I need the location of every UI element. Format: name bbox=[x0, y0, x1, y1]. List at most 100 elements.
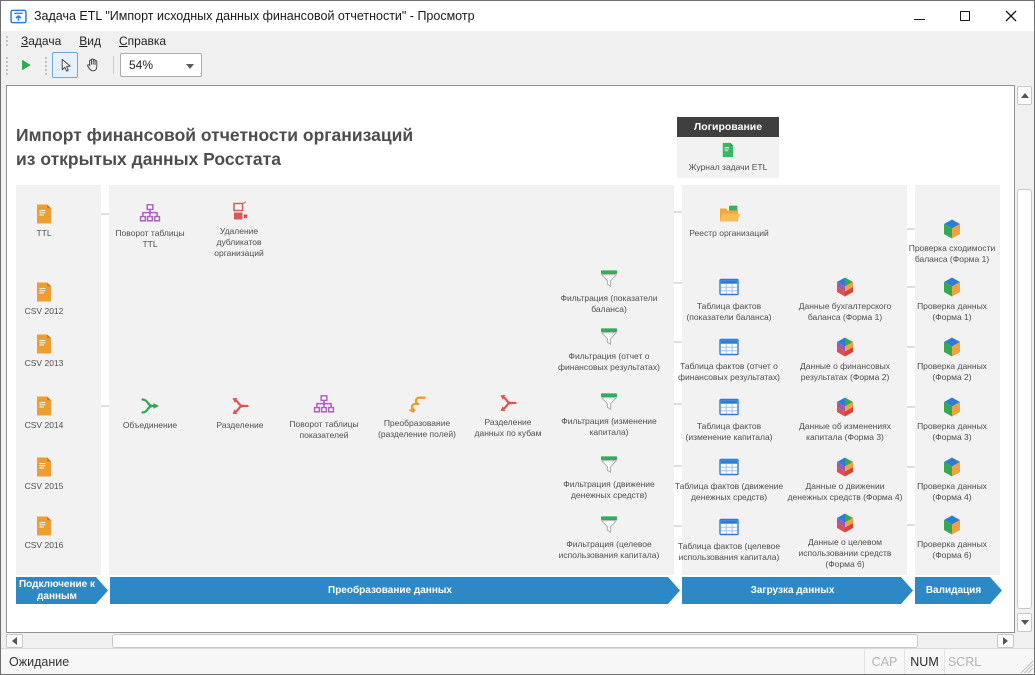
node-label: Объединение bbox=[122, 420, 178, 430]
validation-cube-icon bbox=[940, 513, 964, 537]
app-icon bbox=[10, 9, 27, 23]
maximize-icon bbox=[960, 11, 970, 21]
cursor-icon bbox=[61, 58, 71, 72]
source-file-icon bbox=[32, 455, 56, 479]
scroll-up-button[interactable] bbox=[1017, 86, 1032, 105]
title-bar[interactable]: Задача ETL "Импорт исходных данных финан… bbox=[1, 1, 1034, 31]
funnel-icon bbox=[597, 453, 621, 477]
source-file-icon bbox=[32, 332, 56, 356]
minimize-icon bbox=[913, 18, 925, 20]
node-label: Таблица фактов(показатели баланса) bbox=[686, 301, 772, 322]
menu-item-вид[interactable]: Вид bbox=[79, 33, 101, 48]
menu-bar: Задача Вид Справка bbox=[1, 31, 1034, 50]
split-icon bbox=[228, 394, 252, 418]
validation-cube-icon bbox=[940, 395, 964, 419]
resize-grip[interactable] bbox=[1020, 660, 1033, 673]
node-label: Журнал задачи ETL bbox=[688, 162, 768, 172]
funnel-icon bbox=[597, 513, 621, 537]
vertical-scrollbar-thumb[interactable] bbox=[1017, 189, 1032, 609]
table-icon bbox=[717, 515, 741, 539]
dedupe-icon bbox=[227, 200, 251, 224]
node-label: Таблица фактов(изменение капитала) bbox=[685, 421, 773, 442]
node-label: Проверка данных(Форма 3) bbox=[917, 421, 987, 442]
source-file-icon bbox=[32, 202, 56, 226]
table-icon bbox=[717, 455, 741, 479]
run-task-button[interactable] bbox=[13, 52, 39, 78]
validation-cube-icon bbox=[940, 455, 964, 479]
toolbar-grip[interactable] bbox=[4, 54, 9, 76]
scroll-left-button[interactable] bbox=[6, 634, 23, 648]
scroll-down-button[interactable] bbox=[1017, 613, 1032, 632]
transform-icon bbox=[405, 392, 429, 416]
maximize-button[interactable] bbox=[942, 1, 988, 31]
cube-icon bbox=[833, 335, 857, 359]
minimize-button[interactable] bbox=[896, 1, 942, 31]
menu-item-справка[interactable]: Справка bbox=[119, 33, 167, 48]
select-tool-button[interactable] bbox=[52, 52, 78, 78]
close-icon bbox=[1005, 10, 1017, 22]
arrow-right-icon bbox=[1003, 637, 1008, 645]
diagram-title: Импорт финансовой отчетности организаций… bbox=[16, 125, 414, 169]
close-button[interactable] bbox=[988, 1, 1034, 31]
menu-item-задача[interactable]: Задача bbox=[21, 33, 62, 48]
node-label: Реестр организаций bbox=[689, 228, 769, 238]
log-file-icon bbox=[719, 141, 737, 159]
indicator-scrl: SCRL bbox=[944, 649, 984, 674]
stage-band-load: Загрузка данных bbox=[682, 577, 913, 604]
funnel-icon bbox=[597, 325, 621, 349]
zoom-select[interactable]: 54% bbox=[120, 53, 202, 77]
node-etl-log[interactable]: Журнал задачи ETL bbox=[677, 137, 779, 178]
funnel-icon bbox=[597, 390, 621, 414]
node-label: CSV 2014 bbox=[24, 420, 64, 430]
toolbar-grip[interactable] bbox=[4, 33, 9, 48]
arrow-down-icon bbox=[1020, 620, 1029, 625]
arrow-up-icon bbox=[1020, 93, 1029, 98]
source-file-icon bbox=[32, 394, 56, 418]
node-label: TTL bbox=[36, 228, 52, 238]
merge-icon bbox=[138, 394, 162, 418]
logging-group-header: Логирование bbox=[677, 117, 779, 137]
horizontal-scrollbar[interactable] bbox=[6, 634, 1014, 649]
cube-icon bbox=[833, 395, 857, 419]
toolbar-grip[interactable] bbox=[43, 54, 48, 76]
stage-column-4 bbox=[915, 185, 1000, 575]
diagram-canvas[interactable]: Импорт финансовой отчетности организаций… bbox=[6, 85, 1015, 633]
split-icon bbox=[496, 391, 520, 415]
scroll-right-button[interactable] bbox=[997, 634, 1014, 648]
stage-column-1 bbox=[16, 185, 101, 575]
node-label: Проверка данных(Форма 1) bbox=[917, 301, 987, 322]
table-icon bbox=[717, 275, 741, 299]
node-label: CSV 2016 bbox=[24, 540, 64, 550]
table-icon bbox=[717, 395, 741, 419]
toolbar: 54% bbox=[1, 50, 1034, 80]
source-file-icon bbox=[32, 280, 56, 304]
window-title: Задача ETL "Импорт исходных данных финан… bbox=[34, 9, 475, 23]
validation-cube-icon bbox=[940, 217, 964, 241]
node-label: CSV 2012 bbox=[24, 306, 64, 316]
node-label: Проверка данных(Форма 6) bbox=[917, 539, 987, 560]
cube-icon bbox=[833, 511, 857, 535]
horizontal-scrollbar-thumb[interactable] bbox=[112, 634, 918, 648]
vertical-scrollbar[interactable] bbox=[1016, 85, 1033, 633]
indicator-cap: CAP bbox=[864, 649, 904, 674]
arrow-left-icon bbox=[12, 637, 17, 645]
pan-tool-button[interactable] bbox=[80, 52, 106, 78]
node-label: Проверка данных(Форма 2) bbox=[917, 361, 987, 382]
